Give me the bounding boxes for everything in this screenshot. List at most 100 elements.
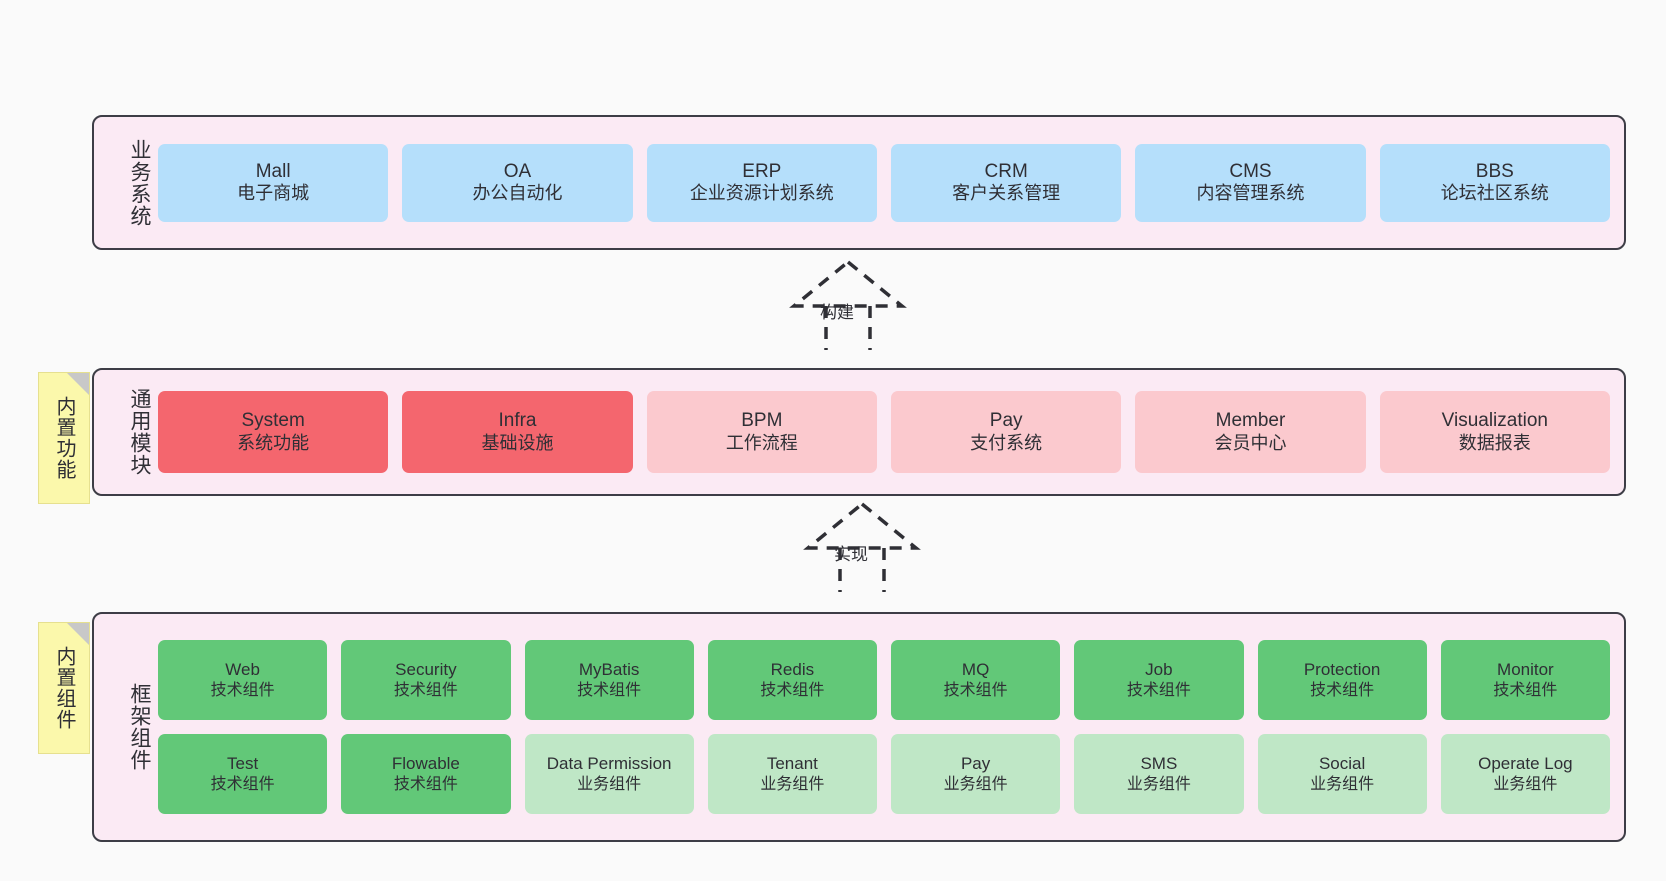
tile-name: Pay: [960, 753, 991, 773]
tile-subtitle: 业务组件: [1126, 775, 1191, 793]
connector-implement-label: 实现: [834, 545, 868, 564]
tile-subtitle: 会员中心: [1214, 432, 1287, 453]
tile-subtitle: 技术组件: [393, 775, 458, 793]
tile-name: Social: [1318, 753, 1366, 773]
tile-subtitle: 业务组件: [577, 775, 642, 793]
sticky-fold-corner-icon: [67, 623, 89, 645]
tile-name: Member: [1215, 410, 1286, 432]
tile-social[interactable]: Social 业务组件: [1257, 734, 1427, 814]
tile-subtitle: 业务组件: [1310, 775, 1375, 793]
sticky-note-builtin-function-label: 内置功能: [53, 396, 75, 480]
tile-subtitle: 客户关系管理: [952, 183, 1061, 204]
tile-web[interactable]: Web 技术组件: [158, 640, 328, 720]
tile-subtitle: 基础设施: [481, 432, 554, 453]
tile-name: Test: [227, 753, 259, 773]
build-arrow-icon: [789, 259, 907, 350]
tile-name: Visualization: [1441, 410, 1548, 432]
connector-build: 构建: [758, 258, 938, 350]
tile-subtitle: 技术组件: [943, 681, 1008, 699]
tile-data-permission[interactable]: Data Permission 业务组件: [524, 734, 694, 814]
connector-implement: 实现: [772, 500, 952, 592]
tile-subtitle: 技术组件: [1493, 681, 1558, 699]
tile-name: BBS: [1475, 160, 1514, 182]
tile-subtitle: 业务组件: [760, 775, 825, 793]
sticky-fold-corner-icon: [67, 373, 89, 395]
tile-test[interactable]: Test 技术组件: [158, 734, 328, 814]
layer-title-business-system: 业务系统: [128, 138, 151, 227]
tile-mq[interactable]: MQ 技术组件: [891, 640, 1061, 720]
tile-subtitle: 工作流程: [725, 432, 798, 453]
tile-name: MQ: [961, 659, 990, 679]
tile-operate-log[interactable]: Operate Log 业务组件: [1440, 734, 1610, 814]
tile-subtitle: 企业资源计划系统: [689, 183, 834, 204]
tile-subtitle: 业务组件: [1493, 775, 1558, 793]
tile-subtitle: 数据报表: [1458, 432, 1531, 453]
tile-redis[interactable]: Redis 技术组件: [707, 640, 877, 720]
sticky-note-builtin-component: 内置组件: [38, 622, 90, 754]
tile-name: CRM: [984, 160, 1028, 182]
tile-subtitle: 技术组件: [210, 681, 275, 699]
tile-name: System: [241, 410, 305, 432]
layer-title-framework-component: 框架组件: [128, 683, 151, 771]
tile-name: Flowable: [391, 753, 460, 773]
tile-name: Redis: [770, 659, 815, 679]
layer-title-common-module: 通用模块: [128, 388, 151, 476]
tile-subtitle: 内容管理系统: [1196, 183, 1305, 204]
tile-subtitle: 技术组件: [1126, 681, 1191, 699]
tile-security[interactable]: Security 技术组件: [341, 640, 511, 720]
implement-arrow-icon: [803, 501, 921, 592]
tile-name: Infra: [498, 410, 537, 432]
tile-subtitle: 电子商城: [237, 183, 310, 204]
tile-subtitle: 技术组件: [210, 775, 275, 793]
tile-name: Monitor: [1497, 659, 1554, 679]
tile-subtitle: 论坛社区系统: [1440, 183, 1549, 204]
tile-name: Mall: [255, 160, 291, 182]
tile-name: MyBatis: [578, 659, 640, 679]
tile-subtitle: 技术组件: [577, 681, 642, 699]
tile-subtitle: 办公自动化: [472, 183, 563, 204]
tile-name: SMS: [1140, 753, 1178, 773]
sticky-note-builtin-function: 内置功能: [38, 372, 90, 504]
tile-subtitle: 技术组件: [393, 681, 458, 699]
tile-name: Data Permission: [546, 753, 672, 773]
tile-subtitle: 支付系统: [970, 432, 1043, 453]
tile-name: OA: [503, 160, 532, 182]
tile-mybatis[interactable]: MyBatis 技术组件: [524, 640, 694, 720]
tile-name: Pay: [989, 410, 1023, 432]
tile-name: Web: [225, 659, 260, 679]
tile-sms[interactable]: SMS 业务组件: [1074, 734, 1244, 814]
tile-name: Security: [395, 659, 457, 679]
tile-monitor[interactable]: Monitor 技术组件: [1440, 640, 1610, 720]
tile-subtitle: 技术组件: [760, 681, 825, 699]
tile-subtitle: 系统功能: [237, 432, 310, 453]
sticky-note-builtin-component-label: 内置组件: [53, 646, 75, 730]
tile-name: ERP: [742, 160, 782, 182]
tile-flowable[interactable]: Flowable 技术组件: [341, 734, 511, 814]
tile-name: Operate Log: [1478, 753, 1573, 773]
tile-subtitle: 技术组件: [1310, 681, 1375, 699]
